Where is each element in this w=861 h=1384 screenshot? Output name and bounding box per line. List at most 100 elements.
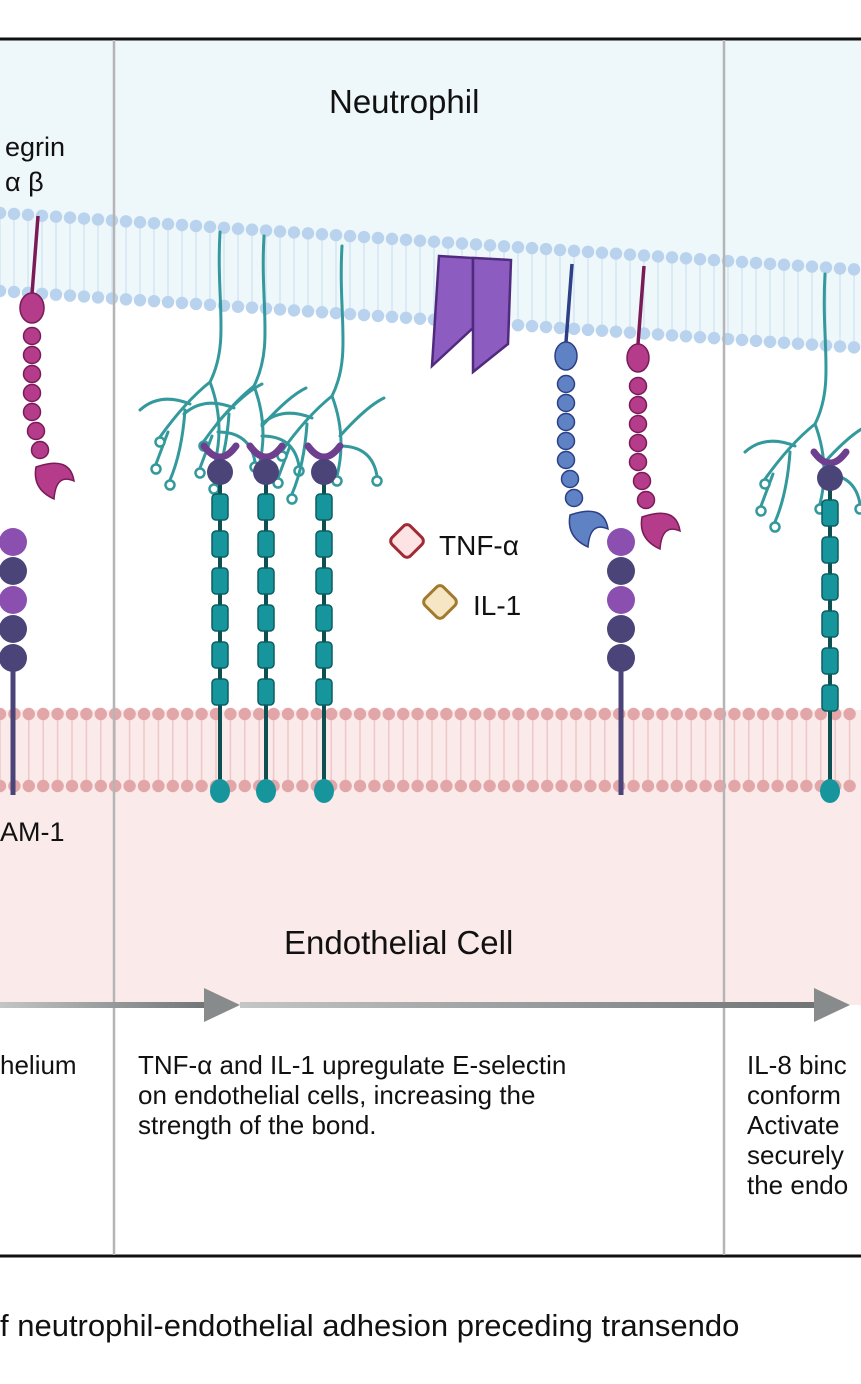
membrane-bead — [92, 213, 104, 225]
membrane-bead — [134, 294, 146, 306]
integrin-bead — [558, 433, 575, 450]
membrane-bead — [282, 708, 294, 720]
membrane-bead — [296, 780, 308, 792]
membrane-bead — [708, 332, 720, 344]
membrane-bead — [66, 708, 78, 720]
selectin-cr-domain — [258, 605, 274, 631]
selectin-cr-domain — [822, 574, 838, 600]
membrane-bead — [78, 290, 90, 302]
membrane-bead — [296, 708, 308, 720]
selectin-cr-domain — [822, 537, 838, 563]
membrane-bead — [123, 708, 135, 720]
integrin-label-line2: α β — [5, 167, 44, 198]
integrin-bead — [566, 490, 583, 507]
glycan-terminal — [156, 438, 165, 447]
membrane-bead — [743, 780, 755, 792]
selectin-cr-domain — [258, 494, 274, 520]
membrane-bead — [666, 251, 678, 263]
membrane-bead — [344, 230, 356, 242]
timeline-bar-left — [0, 1002, 210, 1008]
membrane-bead — [483, 708, 495, 720]
membrane-bead — [792, 259, 804, 271]
membrane-bead — [512, 241, 524, 253]
endothelial-cell-label: Endothelial Cell — [284, 924, 513, 962]
membrane-bead — [806, 260, 818, 272]
membrane-bead — [771, 780, 783, 792]
membrane-bead — [848, 263, 860, 275]
membrane-bead — [540, 243, 552, 255]
membrane-bead — [95, 780, 107, 792]
selectin-cr-domain — [822, 500, 838, 526]
selectin-cr-domain — [316, 642, 332, 668]
membrane-bead — [22, 209, 34, 221]
membrane-bead — [400, 312, 412, 324]
membrane-bead — [302, 227, 314, 239]
membrane-bead — [232, 301, 244, 313]
membrane-bead — [232, 223, 244, 235]
membrane-bead — [383, 780, 395, 792]
membrane-bead — [596, 247, 608, 259]
membrane-bead — [50, 288, 62, 300]
membrane-bead — [610, 325, 622, 337]
integrin-bead — [558, 395, 575, 412]
selectin-anchor — [820, 779, 840, 803]
membrane-bead — [736, 256, 748, 268]
selectin-cr-domain — [212, 494, 228, 520]
membrane-bead — [624, 326, 636, 338]
membrane-bead — [274, 303, 286, 315]
membrane-bead — [64, 289, 76, 301]
selectin-cr-domain — [258, 531, 274, 557]
description-middle-line: strength of the bond. — [138, 1110, 566, 1140]
membrane-bead — [484, 239, 496, 251]
membrane-bead — [383, 708, 395, 720]
icam-ig-domain — [0, 557, 27, 585]
membrane-bead — [555, 708, 567, 720]
integrin-bead — [630, 454, 647, 471]
icam-ig-domain — [0, 528, 27, 556]
neutrophil-label: Neutrophil — [329, 83, 479, 121]
il1-label: IL-1 — [473, 590, 521, 622]
neutrophil-cytoplasm-white — [0, 290, 861, 710]
selectin-cr-domain — [212, 642, 228, 668]
integrin-bead — [630, 435, 647, 452]
membrane-bead — [386, 311, 398, 323]
membrane-bead — [736, 334, 748, 346]
membrane-bead — [554, 322, 566, 334]
membrane-bead — [610, 247, 622, 259]
membrane-bead — [397, 708, 409, 720]
membrane-bead — [120, 293, 132, 305]
membrane-bead — [246, 223, 258, 235]
glycan-terminal — [757, 507, 766, 516]
membrane-bead — [792, 337, 804, 349]
selectin-cr-domain — [822, 611, 838, 637]
membrane-bead — [442, 236, 454, 248]
selectin-cr-domain — [822, 648, 838, 674]
membrane-bead — [685, 708, 697, 720]
membrane-bead — [123, 780, 135, 792]
membrane-bead — [570, 708, 582, 720]
membrane-bead — [440, 780, 452, 792]
membrane-bead — [512, 319, 524, 331]
membrane-bead — [66, 780, 78, 792]
membrane-bead — [584, 780, 596, 792]
icam-ig-domain — [607, 528, 635, 556]
selectin-lectin-domain — [817, 465, 843, 491]
selectin-lectin-domain — [253, 459, 279, 485]
membrane-bead — [37, 708, 49, 720]
description-right-line: conform — [747, 1080, 848, 1110]
membrane-bead — [469, 780, 481, 792]
membrane-bead — [642, 708, 654, 720]
membrane-bead — [426, 780, 438, 792]
membrane-bead — [584, 708, 596, 720]
integrin-head-domain — [20, 293, 44, 323]
selectin-cr-domain — [316, 494, 332, 520]
description-right-line: IL-8 binc — [747, 1050, 848, 1080]
selectin-anchor — [314, 779, 334, 803]
membrane-bead — [786, 780, 798, 792]
membrane-bead — [274, 225, 286, 237]
membrane-bead — [282, 780, 294, 792]
integrin-bead — [558, 414, 575, 431]
membrane-bead — [656, 708, 668, 720]
icam-ig-domain — [607, 557, 635, 585]
